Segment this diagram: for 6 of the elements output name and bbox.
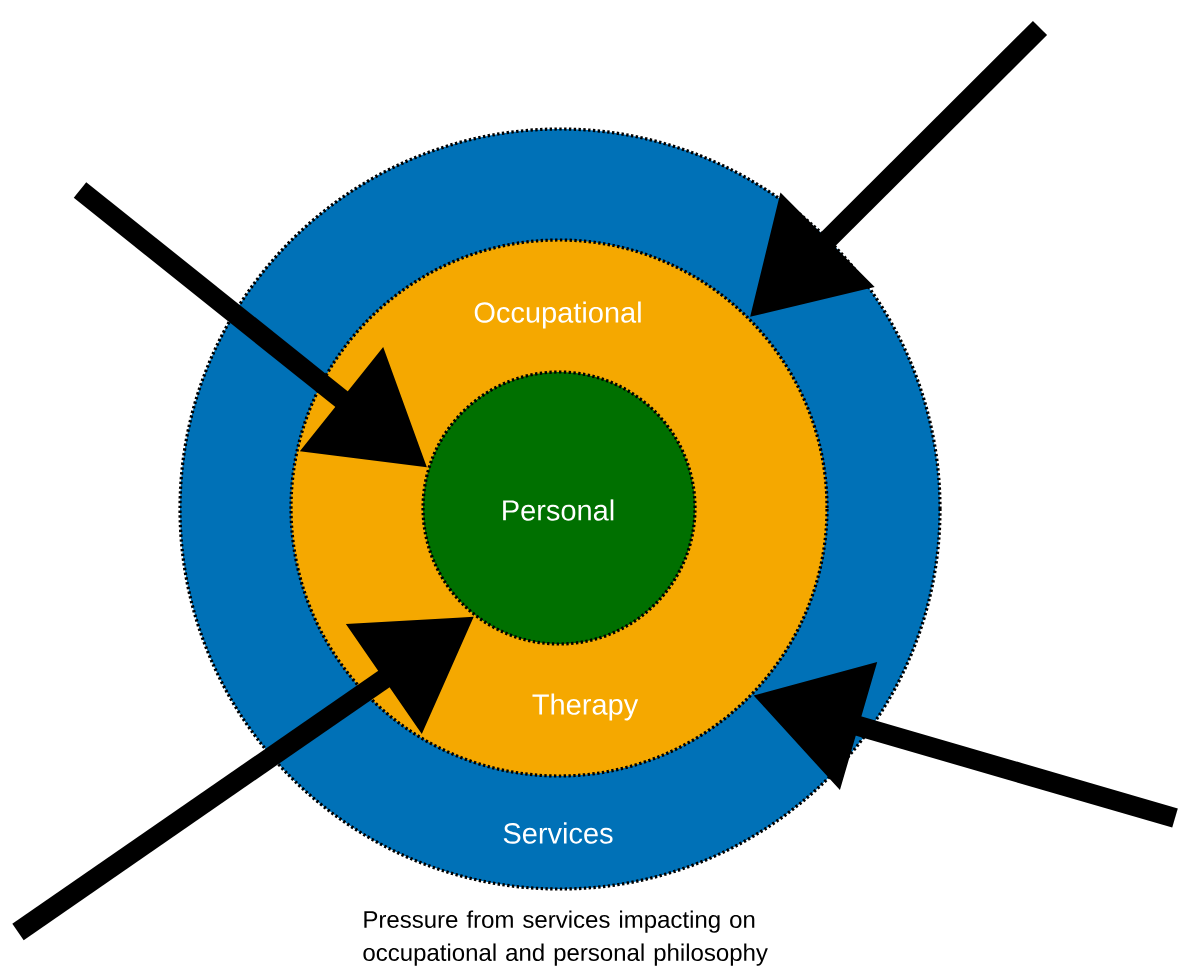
caption: Pressure from services impacting on occupational and personal philosophy [363, 910, 768, 966]
ring-label: Occupational [474, 301, 641, 329]
ring-label: Services [503, 822, 613, 844]
ring-label: Personal [503, 499, 614, 521]
ring-label: Therapy [532, 693, 639, 721]
ring [421, 370, 697, 646]
